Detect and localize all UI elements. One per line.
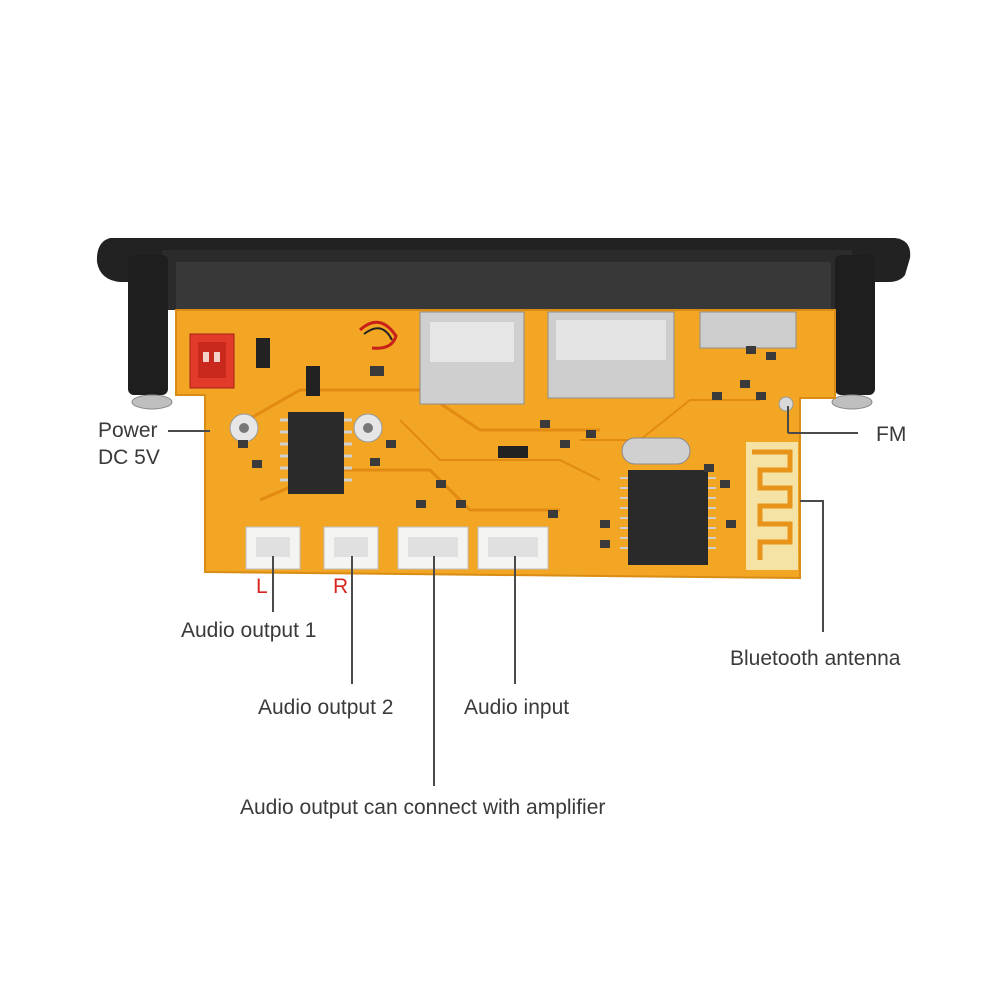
- mounting-screws: [131, 394, 873, 410]
- audio-output-1-leader-line: [272, 556, 274, 612]
- amplifier-chip: [280, 412, 352, 494]
- audio-connector-j7: [477, 526, 549, 570]
- red-wire: [358, 320, 398, 350]
- sd-card-slot: [547, 311, 675, 399]
- smd-components: [238, 338, 776, 548]
- main-controller-chip: [620, 470, 716, 565]
- audio-output-2-leader-line: [351, 556, 353, 684]
- power-leader-line: [168, 430, 210, 432]
- fm-leader-line: [788, 432, 858, 434]
- audio-output-2-label: Audio output 2: [258, 696, 394, 719]
- front-panel: [96, 238, 911, 395]
- left-channel-label: L: [256, 575, 268, 598]
- amplifier-leader-line: [433, 556, 435, 786]
- bluetooth-leader-horizontal: [800, 500, 824, 502]
- fm-label: FM: [876, 423, 907, 446]
- bluetooth-leader-vertical: [822, 500, 824, 632]
- audio-input-leader-line: [514, 556, 516, 684]
- tf-card-slot: [699, 311, 797, 349]
- right-channel-label: R: [333, 575, 349, 598]
- capacitors: [229, 413, 383, 443]
- power-label-line1: Power: [98, 419, 158, 442]
- bluetooth-antenna-label: Bluetooth antenna: [730, 647, 901, 670]
- fm-leader-stub: [787, 406, 789, 433]
- power-connector: [189, 333, 235, 389]
- usb-port: [419, 311, 525, 405]
- audio-connector-j4: [245, 526, 301, 570]
- crystal-oscillator: [621, 437, 691, 465]
- audio-output-1-label: Audio output 1: [181, 619, 317, 642]
- amplifier-note-label: Audio output can connect with amplifier: [240, 796, 606, 819]
- fm-antenna-pad: [778, 396, 794, 412]
- audio-input-label: Audio input: [464, 696, 570, 719]
- power-label-line2: DC 5V: [98, 446, 160, 469]
- bluetooth-antenna-trace: [746, 442, 798, 570]
